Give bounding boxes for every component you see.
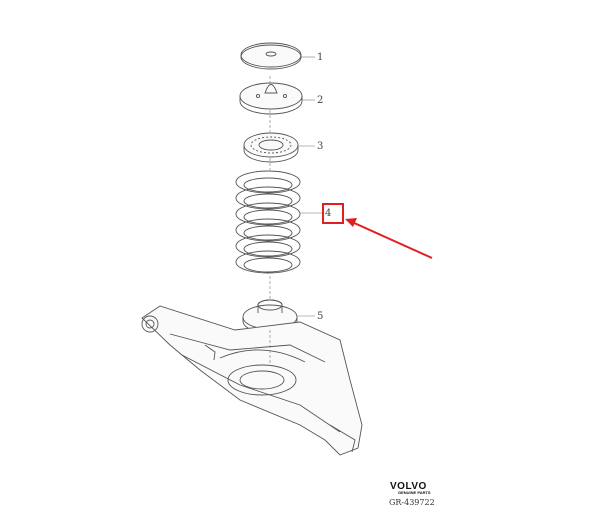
arrowhead-icon [345, 218, 357, 227]
highlight-arrow [351, 221, 433, 259]
callout-4: 4 [325, 208, 331, 219]
callout-5: 5 [317, 311, 323, 322]
reference-code: GR-439722 [389, 498, 435, 507]
callout-1: 1 [317, 52, 323, 63]
callout-2: 2 [317, 95, 323, 106]
part-1-top-cap: 1 [240, 42, 323, 70]
lower-control-arm [141, 76, 363, 456]
highlight-box [322, 203, 344, 224]
brand-subtext: GENUINE PARTS [398, 490, 431, 495]
part-3-spring-seat: 3 [243, 132, 323, 163]
brand-block: VOLVO GENUINE PARTS GR-439722 [389, 481, 435, 507]
highlight-annotation [322, 203, 433, 259]
part-4-coil-spring: 4 [235, 170, 331, 274]
part-2-upper-mount: 2 [239, 82, 323, 115]
callout-3: 3 [317, 141, 323, 152]
brand-logo: VOLVO [390, 481, 427, 492]
